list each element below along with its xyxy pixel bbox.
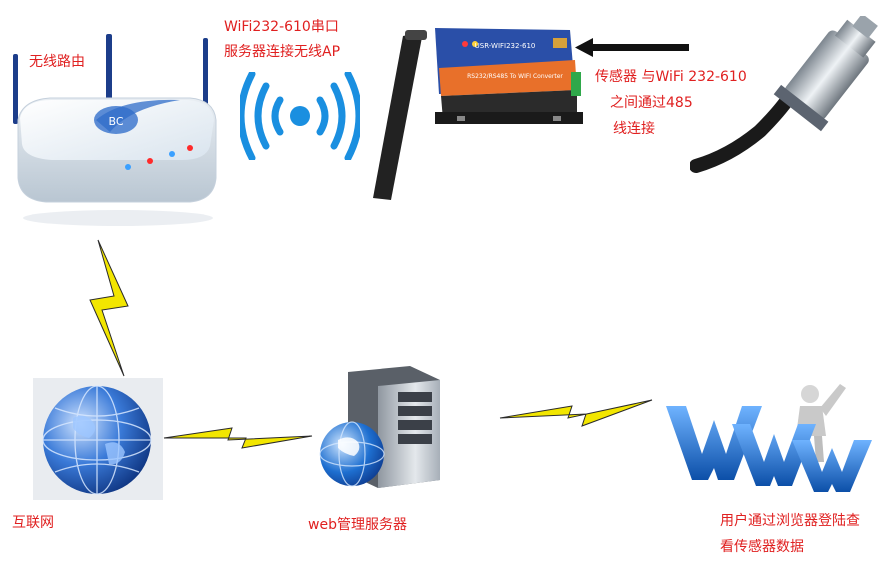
svg-text:USR-WIFI232-610: USR-WIFI232-610 xyxy=(475,42,536,50)
wifi232-610-device: USR-WIFI232-610 RS232/RS485 To WIFI Conv… xyxy=(365,8,585,208)
www-user-icon xyxy=(662,376,890,494)
svg-text:RS232/RS485 To WIFI Converter: RS232/RS485 To WIFI Converter xyxy=(467,73,563,80)
lightning-bolt-right-icon xyxy=(498,392,654,436)
router-label: 无线路由 xyxy=(29,54,85,70)
wifi-signal-icon xyxy=(240,72,360,160)
svg-text:BC: BC xyxy=(108,115,123,128)
lightning-bolt-left-icon xyxy=(162,418,314,462)
user-label-line-1: 用户通过浏览器登陆查 xyxy=(720,513,860,529)
internet-label: 互联网 xyxy=(12,515,54,531)
pressure-sensor xyxy=(690,16,890,176)
sensor-label-line-2: 之间通过485 xyxy=(610,95,693,111)
sensor-label-line-3: 线连接 xyxy=(613,121,655,137)
web-server-icon xyxy=(318,362,448,492)
wifi-title-line-2: 服务器连接无线AP xyxy=(224,44,341,60)
internet-globe-icon xyxy=(33,378,163,500)
lightning-bolt-vertical-icon xyxy=(80,236,140,380)
wifi-title-line-1: WiFi232-610串口 xyxy=(224,19,339,35)
web-server-label: web管理服务器 xyxy=(308,517,407,533)
sensor-label-line-1: 传感器 与WiFi 232-610 xyxy=(595,69,747,85)
wireless-router: BC xyxy=(10,28,225,233)
user-label-line-2: 看传感器数据 xyxy=(720,539,804,555)
arrow-left-icon xyxy=(575,36,690,60)
